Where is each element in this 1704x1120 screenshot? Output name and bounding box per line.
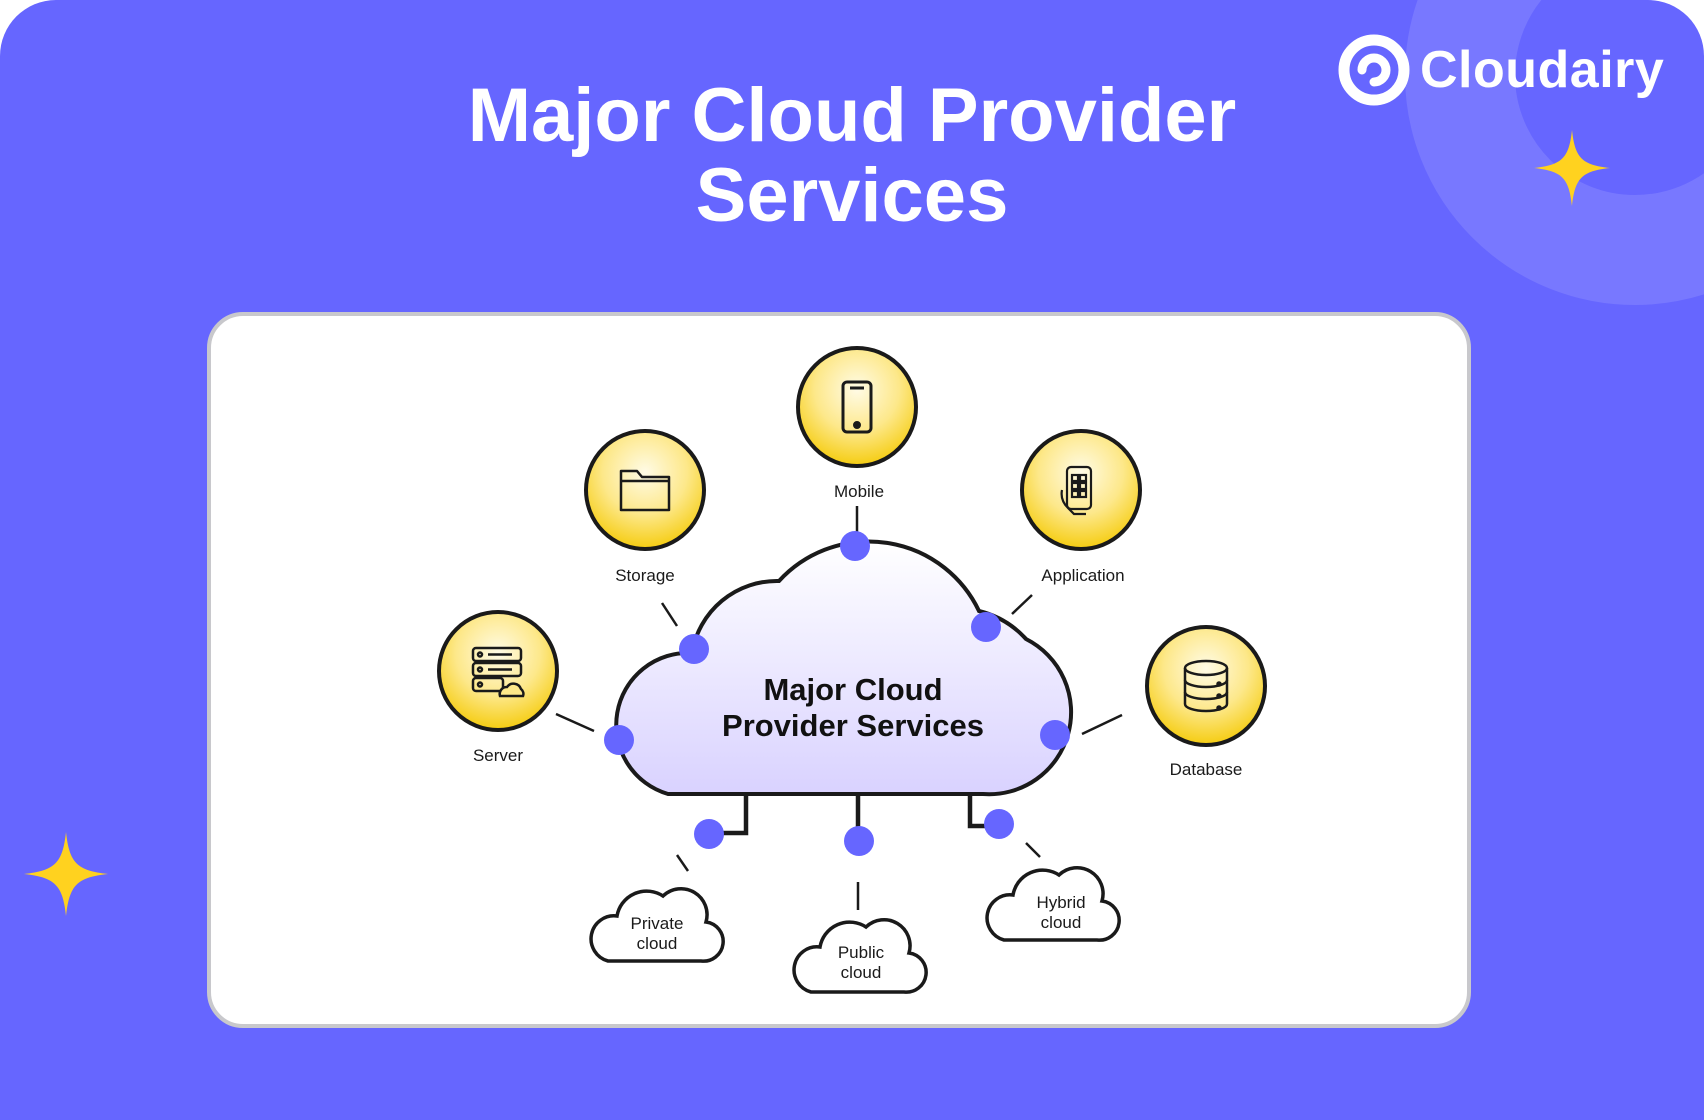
- center-label-line-1: Major Cloud: [763, 672, 942, 707]
- service-label: Database: [1170, 760, 1243, 779]
- decorative-ring: [1405, 0, 1704, 305]
- connector-line: [1011, 594, 1033, 615]
- service-node-database: Database: [1145, 625, 1267, 779]
- deployment-label-line-1: Private: [631, 914, 684, 933]
- service-label: Storage: [615, 566, 675, 585]
- service-node-server: Server: [437, 610, 559, 765]
- deployment-hybrid-cloud: Hybrid cloud: [985, 865, 1121, 942]
- connector-line: [660, 602, 679, 627]
- deployment-label-line-2: cloud: [1041, 913, 1082, 932]
- connector-line: [675, 854, 690, 872]
- service-connectors: [555, 506, 1123, 910]
- connection-dot: [1040, 720, 1070, 750]
- page-title-line-1: Major Cloud Provider: [467, 73, 1237, 158]
- service-node-storage: Storage: [584, 429, 706, 585]
- connector-line: [1081, 713, 1123, 736]
- deployment-label-line-1: Hybrid: [1036, 893, 1085, 912]
- service-node-application: Application: [1020, 429, 1142, 585]
- server-icon: [471, 646, 525, 698]
- deployment-public-cloud: Public cloud: [792, 917, 928, 994]
- connector-line: [1025, 842, 1041, 858]
- service-label: Application: [1041, 566, 1124, 585]
- service-node-mobile: Mobile: [796, 346, 918, 501]
- deployment-label-line-2: cloud: [841, 963, 882, 982]
- service-label: Server: [473, 746, 523, 765]
- deployment-label-line-2: cloud: [637, 934, 678, 953]
- sparkle-icon: [24, 832, 108, 916]
- connection-dot: [694, 819, 724, 849]
- connection-dot: [971, 612, 1001, 642]
- connection-dot: [679, 634, 709, 664]
- app-phone-icon: [1060, 465, 1093, 516]
- main-cloud-shape: [614, 539, 1074, 797]
- brand-logo: Cloudairy: [1338, 34, 1664, 106]
- deployment-label-line-1: Public: [838, 943, 885, 962]
- connector-line: [967, 788, 990, 829]
- page-title: Major Cloud Provider Services: [352, 76, 1352, 236]
- center-label-line-2: Provider Services: [722, 708, 984, 743]
- connection-dot: [840, 531, 870, 561]
- connection-dots: [604, 531, 1070, 856]
- connection-dot: [604, 725, 634, 755]
- deployment-private-cloud: Private cloud: [589, 886, 725, 963]
- database-icon: [1183, 659, 1229, 713]
- folder-icon: [619, 469, 671, 512]
- sparkle-icon: [1534, 130, 1610, 206]
- connection-dot: [844, 826, 874, 856]
- connector-line: [555, 712, 595, 733]
- cloudairy-logo-icon: [1338, 34, 1410, 106]
- brand-name: Cloudairy: [1420, 41, 1665, 99]
- service-label: Mobile: [834, 482, 884, 501]
- smartphone-icon: [841, 380, 873, 434]
- page-title-line-2: Services: [695, 153, 1009, 238]
- connection-dot: [984, 809, 1014, 839]
